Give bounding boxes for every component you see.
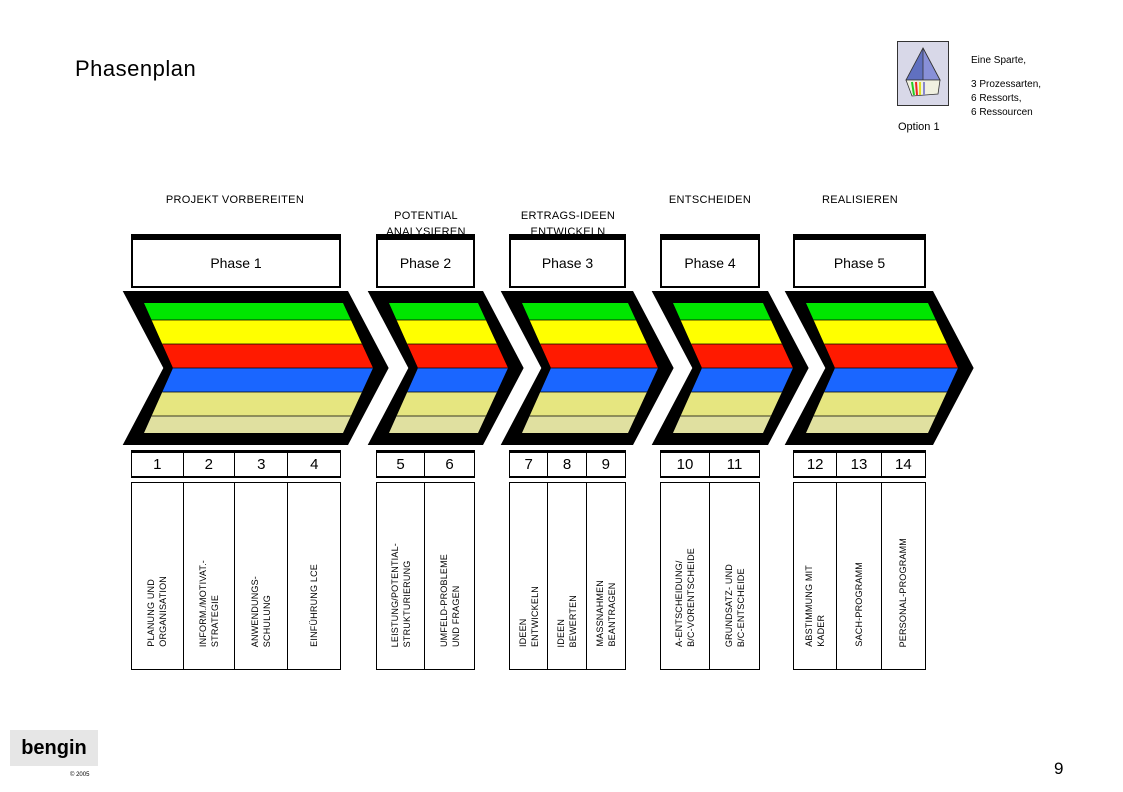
- brand-logo: bengin: [10, 730, 98, 766]
- step-description: LEISTUNG/POTENTIAL-STRUKTURIERUNG: [377, 483, 426, 669]
- info-text: Eine Sparte, 3 Prozessarten, 6 Ressorts,…: [971, 54, 1041, 120]
- step-columns-phase-4: A-ENTSCHEIDUNG/B/C-VORENTSCHEIDE GRUNDSA…: [660, 482, 760, 670]
- chevron-stripe: [144, 416, 373, 433]
- step-description: A-ENTSCHEIDUNG/B/C-VORENTSCHEIDE: [661, 483, 711, 669]
- step-numbers-phase-5: 12 13 14: [793, 450, 926, 478]
- chevron-stripe: [144, 320, 373, 345]
- group-label: REALISIEREN: [821, 194, 899, 206]
- chevron-stripe: [673, 416, 793, 433]
- step-number: 10: [661, 453, 711, 476]
- step-numbers-phase-3: 7 8 9: [509, 450, 626, 478]
- chevron-stripe: [522, 392, 658, 417]
- step-description: ANWENDUNGS-SCHULUNG: [235, 483, 289, 669]
- group-label: ENTSCHEIDEN: [668, 194, 752, 206]
- chevron-stripe: [144, 368, 373, 393]
- step-number: 9: [601, 456, 611, 473]
- step-number: 14: [894, 456, 912, 473]
- phase-2-box: Phase 2: [376, 238, 475, 288]
- phase-chevron: [500, 291, 674, 445]
- chevron-stripe: [806, 320, 958, 345]
- step-description: PERSONAL-PROGRAMM: [898, 537, 909, 647]
- step-number: 8: [548, 453, 587, 476]
- page-title: Phasenplan: [75, 56, 197, 81]
- pyramid-icon: [897, 41, 949, 106]
- copyright: © 2005: [70, 772, 90, 778]
- step-number: 12: [794, 453, 838, 476]
- phase-5-box: Phase 5: [793, 238, 926, 288]
- step-numbers-phase-4: 10 11: [660, 450, 760, 478]
- chevron-stripe: [806, 392, 958, 417]
- chevron-stripe: [522, 320, 658, 345]
- step-number: 5: [377, 453, 426, 476]
- step-numbers-phase-2: 5 6: [376, 450, 475, 478]
- phase-chevron: [122, 291, 389, 445]
- page-number: 9: [1054, 759, 1064, 778]
- chevron-stripe: [673, 303, 793, 321]
- info-line: 6 Ressorts,: [971, 93, 1022, 104]
- chevron-stripe: [522, 416, 658, 433]
- group-label: ERTRAGS-IDEEN ENTWICKELN: [520, 210, 616, 238]
- phase-3-box: Phase 3: [509, 238, 626, 288]
- chevron-stripe: [144, 392, 373, 417]
- step-description: EINFÜHRUNG LCE: [309, 564, 320, 647]
- group-label: PROJEKT VORBEREITEN: [165, 194, 305, 206]
- phase-chevron: [651, 291, 809, 445]
- chevron-stripe: [389, 416, 508, 433]
- step-number: 6: [445, 456, 454, 473]
- step-columns-phase-2: LEISTUNG/POTENTIAL-STRUKTURIERUNG UMFELD…: [376, 482, 475, 670]
- info-line: 6 Ressourcen: [971, 107, 1033, 118]
- chevron-stripe: [144, 344, 373, 369]
- phase-chevron: [784, 291, 974, 445]
- info-line: 3 Prozessarten,: [971, 79, 1042, 90]
- group-label: POTENTIAL ANALYSIEREN: [386, 210, 466, 238]
- step-number: 13: [837, 453, 882, 476]
- chevron-stripe: [522, 303, 658, 321]
- step-number: 11: [726, 456, 743, 473]
- option-label: Option 1: [898, 121, 940, 133]
- chevron-stripe: [806, 416, 958, 433]
- step-number: 1: [132, 453, 184, 476]
- info-line: Eine Sparte,: [971, 55, 1027, 66]
- step-number: 2: [184, 453, 235, 476]
- phase-4-box: Phase 4: [660, 238, 760, 288]
- chevron-stripe: [144, 303, 373, 321]
- step-description: SACH-PROGRAMM: [837, 483, 882, 669]
- phase-1-box: Phase 1: [131, 238, 341, 288]
- step-number: 7: [510, 453, 549, 476]
- chevron-stripe: [389, 303, 508, 321]
- step-numbers-phase-1: 1 2 3 4: [131, 450, 341, 478]
- step-number: 4: [310, 456, 319, 473]
- phase-chevron: [367, 291, 524, 445]
- step-description: INFORM./MOTIVAT.-STRATEGIE: [184, 483, 235, 669]
- chevron-stripe: [806, 303, 958, 321]
- step-number: 3: [235, 453, 289, 476]
